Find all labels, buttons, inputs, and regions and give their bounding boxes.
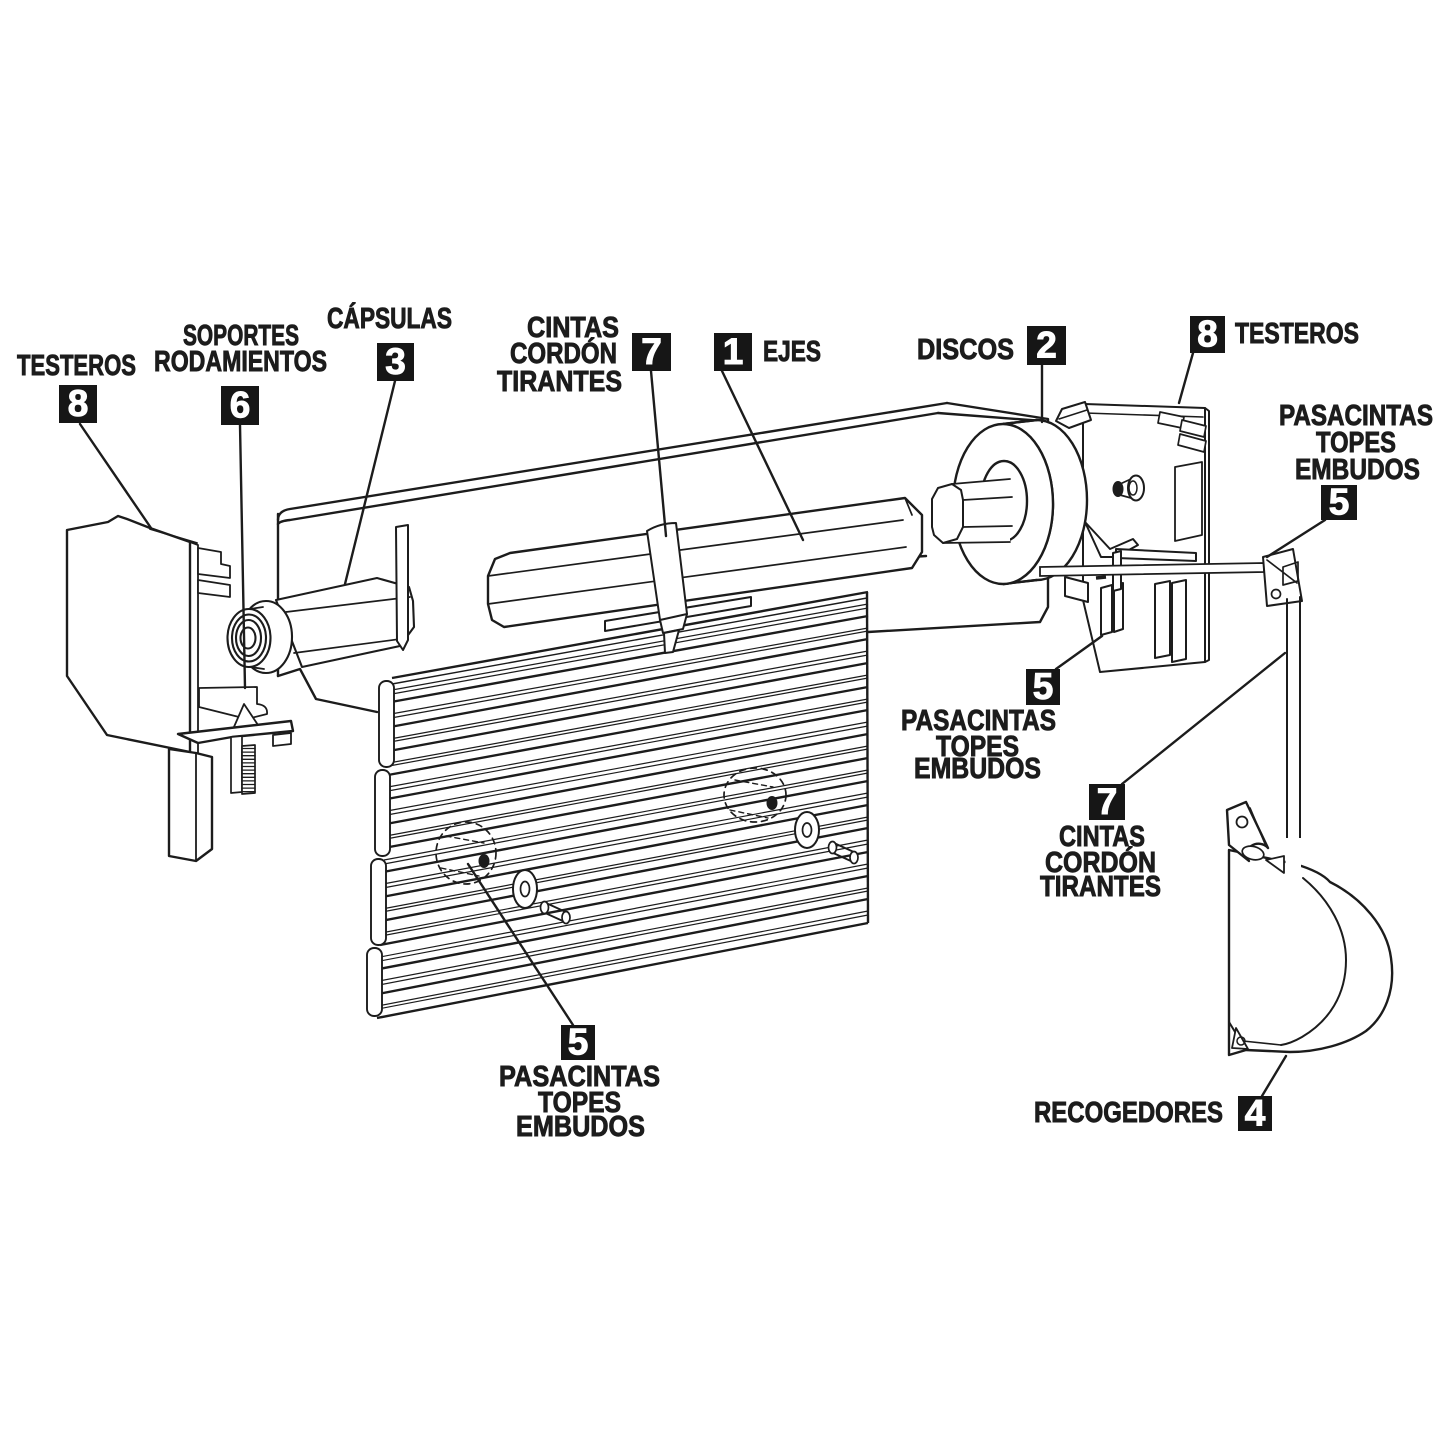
svg-text:RECOGEDORES: RECOGEDORES (1034, 1097, 1223, 1129)
svg-text:SOPORTES: SOPORTES (183, 320, 299, 352)
svg-text:5: 5 (1033, 666, 1054, 707)
svg-text:4: 4 (1245, 1093, 1266, 1134)
svg-text:3: 3 (385, 341, 406, 382)
svg-text:PASACINTAS: PASACINTAS (1279, 400, 1433, 432)
svg-text:EMBUDOS: EMBUDOS (516, 1111, 645, 1143)
svg-text:DISCOS: DISCOS (917, 334, 1014, 366)
svg-text:CINTAS: CINTAS (1059, 821, 1145, 853)
svg-text:EJES: EJES (763, 336, 821, 368)
svg-text:5: 5 (568, 1022, 589, 1063)
svg-text:PASACINTAS: PASACINTAS (901, 705, 1056, 737)
svg-text:6: 6 (230, 385, 251, 426)
svg-text:TIRANTES: TIRANTES (1040, 871, 1161, 903)
svg-text:CORDÓN: CORDÓN (1045, 847, 1156, 879)
svg-text:1: 1 (723, 331, 744, 372)
svg-text:PASACINTAS: PASACINTAS (499, 1061, 660, 1093)
svg-text:TESTEROS: TESTEROS (1235, 318, 1359, 350)
svg-text:TOPES: TOPES (538, 1087, 621, 1119)
svg-text:TOPES: TOPES (1316, 427, 1396, 459)
svg-text:8: 8 (68, 383, 89, 424)
svg-text:5: 5 (1329, 482, 1350, 523)
svg-text:2: 2 (1036, 325, 1057, 366)
svg-text:7: 7 (641, 331, 662, 372)
svg-text:8: 8 (1197, 314, 1218, 355)
svg-text:RODAMIENTOS: RODAMIENTOS (154, 346, 327, 378)
svg-text:7: 7 (1097, 781, 1118, 822)
svg-text:CÁPSULAS: CÁPSULAS (327, 303, 452, 335)
svg-text:TOPES: TOPES (936, 731, 1019, 763)
svg-text:CORDÓN: CORDÓN (510, 338, 617, 370)
svg-text:TIRANTES: TIRANTES (497, 366, 622, 398)
svg-text:EMBUDOS: EMBUDOS (914, 753, 1041, 785)
svg-text:EMBUDOS: EMBUDOS (1295, 454, 1420, 486)
svg-text:CINTAS: CINTAS (527, 312, 619, 344)
svg-text:TESTEROS: TESTEROS (17, 350, 136, 382)
